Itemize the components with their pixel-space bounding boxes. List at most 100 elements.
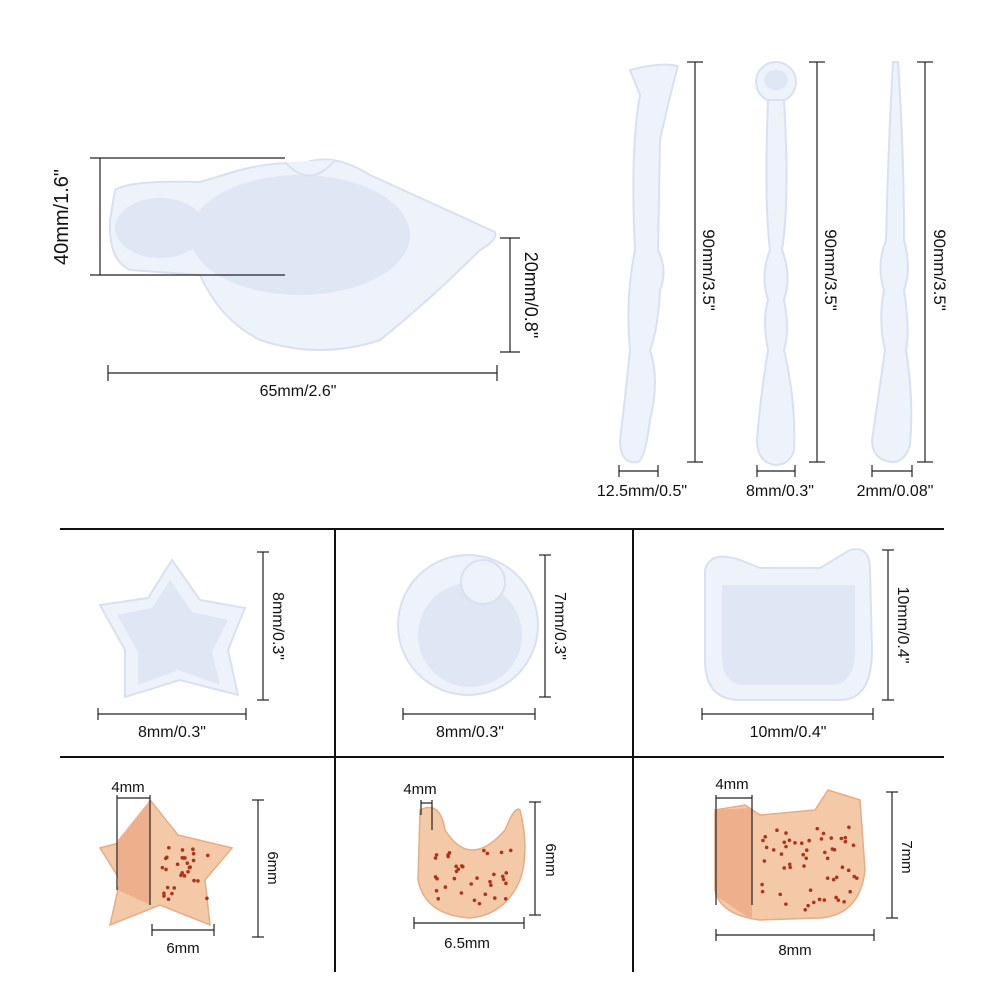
glitter-dot bbox=[488, 879, 492, 884]
star-mold-width-label: 8mm/0.3" bbox=[138, 724, 206, 741]
glitter-dot bbox=[802, 864, 806, 868]
cat-resin-piece bbox=[714, 789, 866, 921]
glitter-dot bbox=[811, 900, 816, 905]
mold-dimensions bbox=[97, 549, 894, 720]
glitter-dot bbox=[191, 847, 195, 852]
glitter-dot bbox=[831, 877, 836, 882]
tool-2-length-label: 90mm/3.5" bbox=[821, 229, 840, 311]
glitter-dot bbox=[803, 907, 808, 912]
glitter-dot bbox=[180, 848, 185, 852]
star-piece-height-label: 6mm bbox=[264, 851, 281, 884]
glitter-dot bbox=[196, 879, 200, 883]
star-mold-height-label: 8mm/0.3" bbox=[269, 592, 286, 660]
glitter-dot bbox=[848, 889, 852, 894]
glitter-dot bbox=[205, 896, 209, 901]
glitter-dot bbox=[167, 845, 171, 850]
glitter-dot bbox=[452, 876, 457, 881]
glitter-dot bbox=[191, 858, 196, 863]
glitter-dot bbox=[839, 836, 844, 841]
glitter-dot bbox=[172, 886, 177, 890]
glitter-dot bbox=[822, 898, 827, 902]
glitter-dot bbox=[162, 894, 166, 898]
glitter-dot bbox=[499, 850, 504, 855]
tool-3-width-label: 2mm/0.08" bbox=[857, 483, 934, 500]
tool-2-width-label: 8mm/0.3" bbox=[746, 483, 814, 500]
glitter-dot bbox=[459, 891, 464, 895]
tool-1-width-label: 12.5mm/0.5" bbox=[597, 483, 687, 500]
glitter-dot bbox=[821, 831, 826, 836]
glitter-dot bbox=[763, 835, 768, 839]
glitter-dot bbox=[175, 862, 180, 867]
glitter-dot bbox=[165, 855, 169, 860]
glitter-dot bbox=[784, 844, 788, 849]
glitter-dot bbox=[500, 874, 505, 879]
glitter-dot bbox=[165, 885, 170, 890]
glitter-dot bbox=[504, 871, 509, 875]
glitter-dot bbox=[436, 896, 441, 901]
glitter-dot bbox=[160, 865, 165, 870]
glitter-dot bbox=[504, 881, 508, 886]
glitter-dot bbox=[179, 873, 183, 878]
cat-mold bbox=[704, 548, 874, 701]
glitter-dot bbox=[170, 891, 174, 896]
tool-1-length-label: 90mm/3.5" bbox=[699, 229, 718, 311]
spatula-tool bbox=[618, 63, 680, 464]
glitter-dot bbox=[433, 856, 438, 860]
glitter-dot bbox=[760, 889, 765, 894]
moon-piece-height-label: 6mm bbox=[542, 843, 559, 876]
glitter-dot bbox=[489, 883, 493, 888]
glitter-dot bbox=[804, 848, 809, 852]
glitter-dot bbox=[801, 852, 806, 857]
glitter-dot bbox=[446, 854, 450, 859]
glitter-dot bbox=[782, 866, 787, 870]
glitter-dot bbox=[793, 841, 797, 845]
glitter-dot bbox=[840, 865, 845, 870]
glitter-dot bbox=[508, 848, 513, 853]
glitter-dot bbox=[186, 869, 190, 874]
glitter-dot bbox=[806, 903, 810, 908]
star-piece-thickness-label: 4mm bbox=[111, 779, 144, 796]
mixing-cup bbox=[108, 158, 497, 351]
glitter-dot bbox=[808, 888, 813, 892]
glitter-dot bbox=[843, 839, 848, 844]
star-piece-width-label: 6mm bbox=[166, 940, 199, 957]
glitter-dot bbox=[166, 897, 171, 902]
glitter-dot bbox=[162, 891, 166, 896]
glitter-dot bbox=[787, 838, 792, 843]
glitter-dot bbox=[182, 874, 187, 878]
glitter-dot bbox=[492, 872, 496, 877]
glitter-dot bbox=[775, 828, 779, 833]
cup-depth-label: 20mm/0.8" bbox=[521, 252, 541, 338]
tool-3-length-label: 90mm/3.5" bbox=[930, 229, 949, 311]
glitter-dot bbox=[434, 853, 439, 857]
glitter-dot bbox=[456, 867, 461, 871]
glitter-dot bbox=[459, 864, 464, 868]
star-mold bbox=[98, 558, 247, 699]
pointed-stick-tool bbox=[870, 61, 913, 464]
glitter-dot bbox=[819, 837, 824, 841]
glitter-dot bbox=[485, 851, 490, 856]
glitter-dot bbox=[778, 892, 783, 897]
glitter-dot bbox=[825, 856, 830, 861]
cup-height-label: 40mm/1.6" bbox=[51, 169, 73, 265]
glitter-dot bbox=[834, 875, 839, 880]
cup-length-label: 65mm/2.6" bbox=[260, 383, 337, 400]
spoon-tool bbox=[755, 61, 797, 467]
cat-piece-height-label: 7mm bbox=[898, 840, 915, 873]
moon-resin-piece bbox=[417, 806, 526, 919]
glitter-dot bbox=[832, 847, 837, 852]
cat-mold-height-label: 10mm/0.4" bbox=[894, 587, 911, 664]
cat-piece-width-label: 8mm bbox=[778, 942, 811, 959]
moon-piece-width-label: 6.5mm bbox=[444, 935, 490, 952]
glitter-dot bbox=[454, 864, 458, 869]
cat-piece-thickness-label: 4mm bbox=[715, 776, 748, 793]
moon-mold-height-label: 7mm/0.3" bbox=[551, 592, 568, 660]
tool-dimensions bbox=[618, 61, 933, 477]
glitter-dot bbox=[477, 901, 482, 906]
glitter-dot bbox=[836, 898, 841, 902]
grid-lines bbox=[60, 528, 944, 972]
glitter-dot bbox=[804, 856, 809, 861]
glitter-dot bbox=[181, 856, 186, 860]
glitter-dot bbox=[855, 876, 859, 880]
